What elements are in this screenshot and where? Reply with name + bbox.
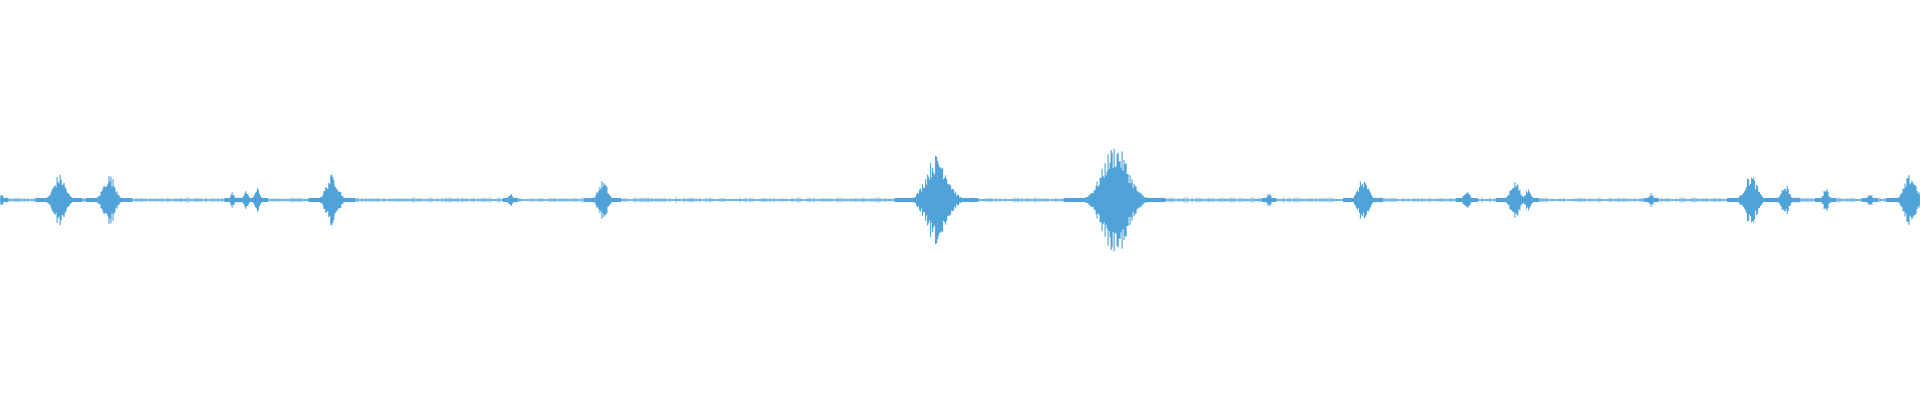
waveform-peak-16 <box>1643 193 1659 207</box>
waveform-peak-17 <box>1727 177 1775 223</box>
waveform-peak-12 <box>1342 181 1383 219</box>
waveform-peak-0 <box>0 194 9 206</box>
waveform-peak-20 <box>1862 195 1878 205</box>
waveform-trace <box>0 148 1920 252</box>
waveform-peak-1 <box>35 174 83 226</box>
waveform-peak-11 <box>1261 193 1277 207</box>
waveform-peak-7 <box>502 194 519 206</box>
waveform-peak-13 <box>1455 192 1478 208</box>
waveform-peak-15 <box>1516 189 1540 211</box>
waveform-peak-18 <box>1770 185 1800 215</box>
waveform-peak-19 <box>1814 189 1837 211</box>
waveform-peak-6 <box>308 174 356 226</box>
waveform-peak-8 <box>584 181 622 219</box>
waveform-peak-9 <box>895 155 979 245</box>
waveform-peak-2 <box>85 175 133 225</box>
waveform-peak-21 <box>1886 175 1920 225</box>
waveform-peak-10 <box>1064 148 1166 252</box>
waveform-peak-5 <box>245 188 269 212</box>
